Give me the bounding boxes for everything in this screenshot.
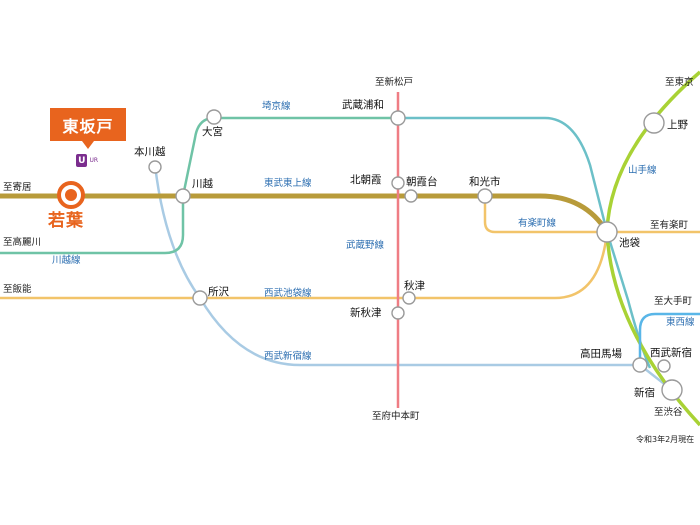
omiya-label: 大宮 (202, 126, 223, 138)
omiya-marker (206, 109, 222, 125)
asakadai-label: 朝霞台 (406, 176, 438, 188)
dest-fuchu-hommachi: 至府中本町 (372, 411, 420, 422)
asakadai-marker (404, 189, 418, 203)
shinjuku-label: 新宿 (634, 387, 655, 399)
musashino-line-label: 武蔵野線 (346, 240, 385, 251)
kawagoe-line-label: 川越線 (52, 255, 81, 266)
wakoshi-marker (477, 188, 493, 204)
ur-logo: U UR (76, 154, 98, 167)
seibu-shinjuku-line-label: 西武新宿線 (264, 351, 312, 362)
akitsu-marker (402, 291, 416, 305)
as-of-note: 令和3年2月現在 (636, 435, 695, 444)
shinjuku-marker (661, 379, 683, 401)
shin-akitsu-label: 新秋津 (350, 307, 382, 319)
kawagoe-label: 川越 (192, 178, 213, 190)
hon-kawagoe-label: 本川越 (134, 146, 166, 158)
dest-yurakucho: 至有楽町 (650, 220, 689, 231)
seibu-ikebukuro-line (0, 231, 609, 300)
tokorozawa-label: 所沢 (208, 286, 229, 298)
tozai-line (638, 312, 700, 365)
wakaba-station-label: 若葉 (48, 211, 84, 231)
tobu-tojo-line-label: 東武東上線 (264, 178, 312, 189)
ikebukuro-label: 池袋 (619, 237, 640, 249)
dest-shin-matsudo: 至新松戸 (375, 77, 414, 88)
yamanote-line-label: 山手線 (628, 165, 657, 176)
shin-akitsu-marker (391, 306, 405, 320)
tozai-line-label: 東西線 (666, 317, 695, 328)
saikyo-line-label: 埼京線 (262, 101, 291, 112)
takadanobaba-label: 高田馬場 (580, 348, 622, 360)
callout-pointer (82, 141, 94, 149)
nishi-waseda-label: 西武新宿 (650, 347, 692, 359)
ueno-label: 上野 (667, 119, 688, 131)
tokorozawa-marker (192, 290, 208, 306)
teal-line (395, 116, 652, 369)
musashi-urawa-marker (390, 110, 406, 126)
kita-asaka-label: 北朝霞 (350, 174, 382, 186)
dest-hanno: 至飯能 (3, 284, 32, 295)
ueno-marker (643, 112, 665, 134)
wakoshi-label: 和光市 (469, 176, 501, 188)
ur-logo-text: UR (89, 157, 98, 164)
hon-kawagoe-marker (148, 160, 162, 174)
wakaba-station-dot (65, 189, 77, 201)
dest-shibuya: 至渋谷 (654, 407, 683, 418)
nishi-waseda-marker (657, 359, 671, 373)
yurakucho-line (483, 196, 700, 234)
seibu-ikebukuro-line-label: 西武池袋線 (264, 288, 312, 299)
dest-otemachi: 至大手町 (654, 296, 693, 307)
dest-tokyo: 至東京 (665, 77, 694, 88)
musashi-urawa-label: 武蔵浦和 (342, 99, 384, 111)
tobu-tojo-line (0, 193, 610, 234)
dest-yorii: 至寄居 (3, 182, 32, 193)
higashi-sakado-callout: 東坂戸 (50, 108, 126, 141)
ur-logo-mark: U (76, 154, 88, 167)
ikebukuro-marker (596, 221, 618, 243)
takadanobaba-marker (632, 357, 648, 373)
akitsu-label: 秋津 (404, 280, 425, 292)
dest-komagawa: 至高麗川 (3, 237, 42, 248)
yurakucho-line-label: 有楽町線 (518, 218, 557, 229)
kawagoe-marker (175, 188, 191, 204)
kita-asaka-marker (391, 176, 405, 190)
